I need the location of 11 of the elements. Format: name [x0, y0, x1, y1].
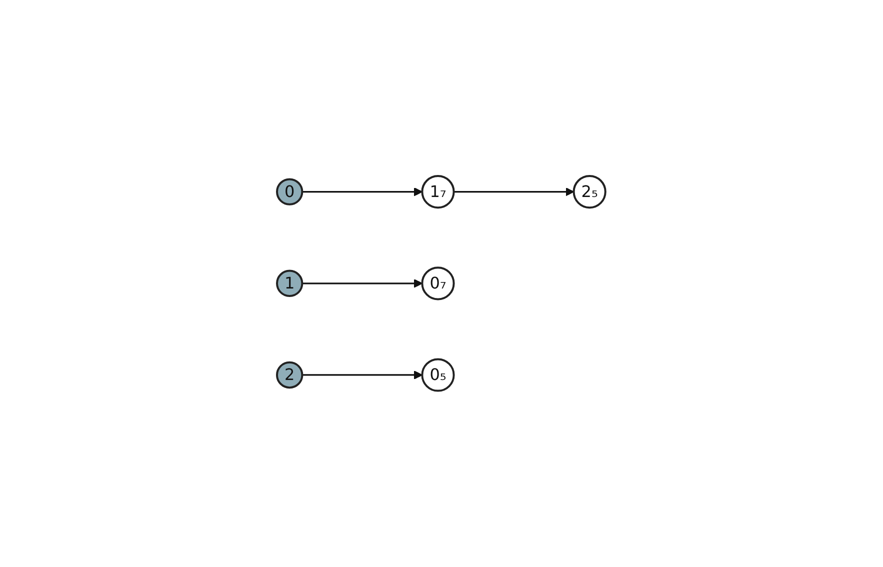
node-circle: 2: [276, 362, 304, 389]
arrow: [302, 188, 423, 196]
arrow: [454, 188, 574, 196]
node-circle: 0₅: [422, 358, 456, 392]
arrow: [302, 279, 423, 288]
node-circle: 0₇: [422, 266, 456, 300]
node-circle: 0: [276, 178, 304, 206]
node-circle: 2₅: [573, 175, 607, 209]
node-circle: 1₇: [422, 175, 456, 209]
node-circle: 1: [276, 270, 304, 298]
arrow: [302, 370, 423, 380]
